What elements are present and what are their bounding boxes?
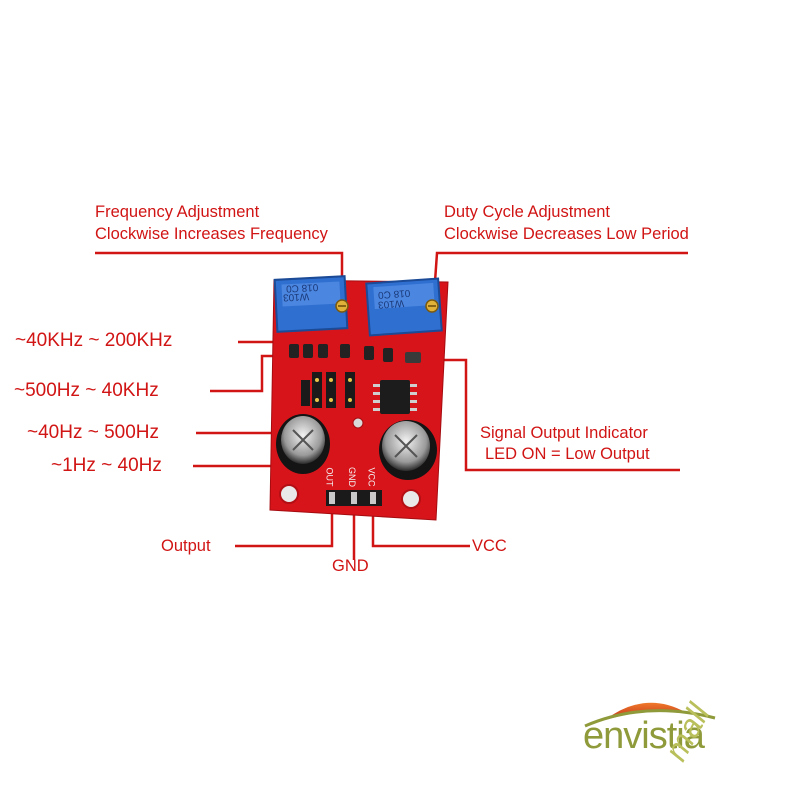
mount-hole-icon (279, 484, 299, 504)
logo-word-envistia: envistia (583, 715, 705, 757)
pot-marking: 018 C0 (377, 286, 411, 301)
silk-vcc: VCC (366, 467, 377, 487)
range-500-40k-label: ~500Hz ~ 40KHz (14, 380, 159, 401)
silk-gnd: GND (347, 467, 357, 487)
output-pin-label: Output (161, 537, 211, 555)
pin-header (326, 490, 382, 506)
freq-adjust-desc: Clockwise Increases Frequency (95, 225, 328, 243)
gnd-pin-label: GND (332, 557, 369, 575)
output-leader (235, 505, 334, 548)
vcc-pin-label: VCC (472, 537, 507, 555)
range-40k-200k-label: ~40KHz ~ 200KHz (15, 330, 173, 351)
mount-hole-icon (401, 489, 421, 509)
indicator-desc: LED ON = Low Output (485, 445, 650, 463)
duty-adjust-title: Duty Cycle Adjustment (444, 203, 610, 221)
envistia-logo (584, 702, 716, 728)
capacitor-left (276, 414, 330, 474)
pot-marking: 018 C0 (285, 281, 319, 294)
vcc-leader (371, 504, 470, 548)
freq-adjust-title: Frequency Adjustment (95, 203, 260, 221)
duty-adjust-desc: Clockwise Decreases Low Period (444, 225, 689, 243)
capacitor-right (379, 420, 437, 480)
ic-chip (373, 380, 417, 414)
potentiometer-freq (273, 275, 349, 333)
range-40-500-label: ~40Hz ~ 500Hz (27, 422, 160, 443)
indicator-led-icon (405, 352, 421, 363)
range-1-40-label: ~1Hz ~ 40Hz (51, 455, 162, 476)
silk-out: OUT (324, 467, 335, 487)
indicator-title: Signal Output Indicator (480, 424, 648, 442)
frequency-jumpers (301, 372, 355, 408)
potentiometer-duty (365, 277, 443, 337)
